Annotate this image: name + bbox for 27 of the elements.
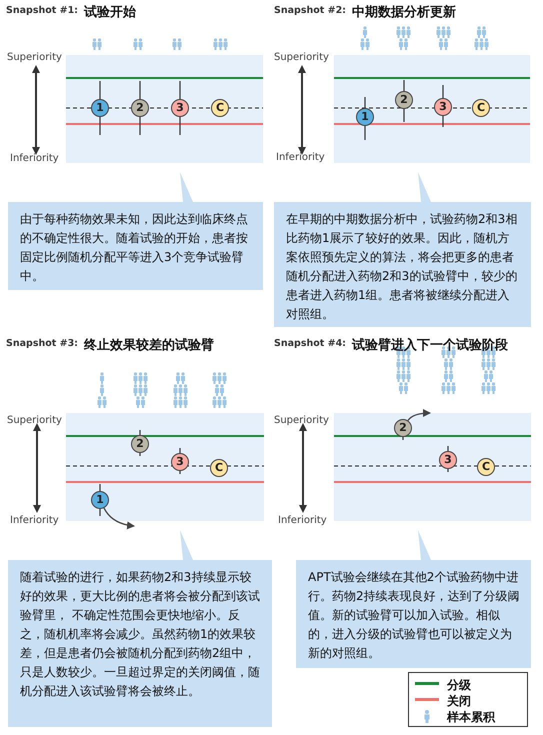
callout-text: 由于每种药物效果未知，因此达到临床终点的不确定性很大。随着试验的开始，患者按固定比例随机分配平等进入3个竞争试验臂中。 bbox=[20, 211, 249, 285]
curved-arrow bbox=[407, 409, 431, 421]
legend-text: 关闭 bbox=[447, 693, 471, 710]
axis-label: Superiority bbox=[7, 415, 62, 426]
axis-label: Inferiority bbox=[278, 515, 327, 526]
panel-title: 终止效果较差的试验臂 bbox=[84, 336, 214, 354]
callout-box bbox=[8, 172, 263, 290]
callout-box bbox=[8, 530, 272, 727]
curved-arrow bbox=[103, 508, 135, 530]
snapshot-label: Snapshot #1: bbox=[6, 5, 78, 16]
callout-text: 在早期的中期数据分析中，试验药物2和3相比药物1展示了较好的效果。因此，随机方案依照预先定义的算法，将会把更多的患者随机分配进入药物2和3的试验臂中，较少的患者进入药物1组。患者将被继续分配进入对照组。 bbox=[286, 211, 518, 323]
legend-text: 分级 bbox=[447, 677, 471, 694]
panel-title: 试验开始 bbox=[84, 4, 136, 21]
snapshot-label: Snapshot #3: bbox=[6, 338, 78, 349]
axis-label: Superiority bbox=[7, 52, 62, 63]
snapshot-label: Snapshot #4: bbox=[274, 338, 346, 349]
axis-label: Inferiority bbox=[276, 152, 325, 163]
axis-label: Superiority bbox=[274, 52, 329, 63]
callout-text: 随着试验的进行，如果药物2和3持续显示较好的效果，更大比例的患者将会被分配到该试验臂里， 不确定性范围会更快地缩小。反之，随机机率将会减少。虽然药物1的效果较差，但是患者仍会被随机分配到药物2组中，只是人数较少。一旦超过界定的关闭阈值，随机分配进入该试验臂将会被终止。 bbox=[20, 569, 261, 700]
panel-title: 中期数据分析更新 bbox=[352, 4, 456, 21]
panel-title: 试验臂进入下一个试验阶段 bbox=[352, 336, 508, 354]
callout-box bbox=[274, 172, 531, 327]
axis-label: Superiority bbox=[274, 415, 329, 426]
callout-text: APT试验会继续在其他2个试验药物中进行。药物2持续表现良好，达到了分级阈值。新的试验臂可以加入试验。相似的，进入分级的试验臂也可以被定义为新的对照组。 bbox=[308, 569, 521, 662]
legend-text: 样本累积 bbox=[447, 709, 495, 726]
callout-box bbox=[296, 530, 531, 668]
snapshot-label: Snapshot #2: bbox=[274, 5, 346, 16]
